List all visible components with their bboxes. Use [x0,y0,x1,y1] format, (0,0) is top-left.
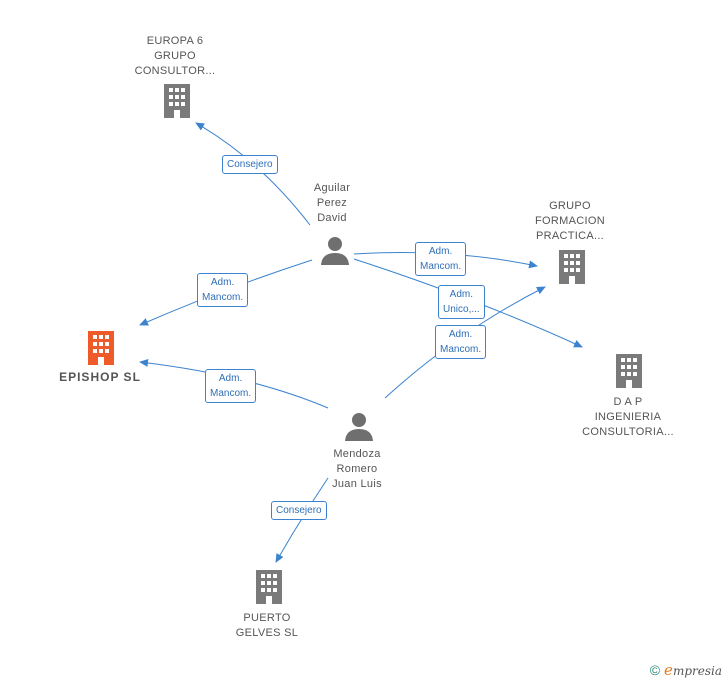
brand-rest: mpresia [672,664,722,678]
building-icon[interactable] [162,84,192,118]
building-icon[interactable] [254,570,284,604]
copyright-symbol: © [649,662,661,678]
edge-mendoza-puerto [275,477,329,563]
node-label-europa[interactable]: EUROPA 6 GRUPO CONSULTOR... [134,35,216,77]
node-label-epishop[interactable]: EPISHOP SL [59,370,141,384]
edge-label-aguilar-grupo[interactable]: Adm. Mancom. [415,242,467,276]
person-icon[interactable] [320,235,350,265]
node-label-mendoza[interactable]: Mendoza Romero Juan Luis [332,448,382,490]
brand-logo[interactable]: empresia [664,661,722,679]
edge-label-aguilar-europa[interactable]: Consejero [222,155,278,174]
footer-credit: © empresia [650,661,722,679]
building-icon[interactable] [86,331,116,365]
person-icon[interactable] [344,411,374,441]
node-label-puerto[interactable]: PUERTO GELVES SL [235,612,299,639]
edge-label-mendoza-puerto[interactable]: Consejero [271,501,327,520]
edge-label-mendoza-grupo[interactable]: Adm. Mancom. [435,325,487,359]
edge-label-mendoza-epishop[interactable]: Adm. Mancom. [205,369,257,403]
node-label-grupo-formacion[interactable]: GRUPO FORMACION PRACTICA... [535,200,605,242]
edge-label-aguilar-dap[interactable]: Adm. Unico,... [438,285,485,319]
node-label-dap[interactable]: D A P INGENIERIA CONSULTORIA... [582,396,674,438]
building-icon[interactable] [557,250,587,284]
brand-initial: e [664,661,673,679]
building-icon[interactable] [614,354,644,388]
node-label-aguilar[interactable]: Aguilar Perez David [313,182,351,224]
edge-label-aguilar-epishop[interactable]: Adm. Mancom. [197,273,249,307]
